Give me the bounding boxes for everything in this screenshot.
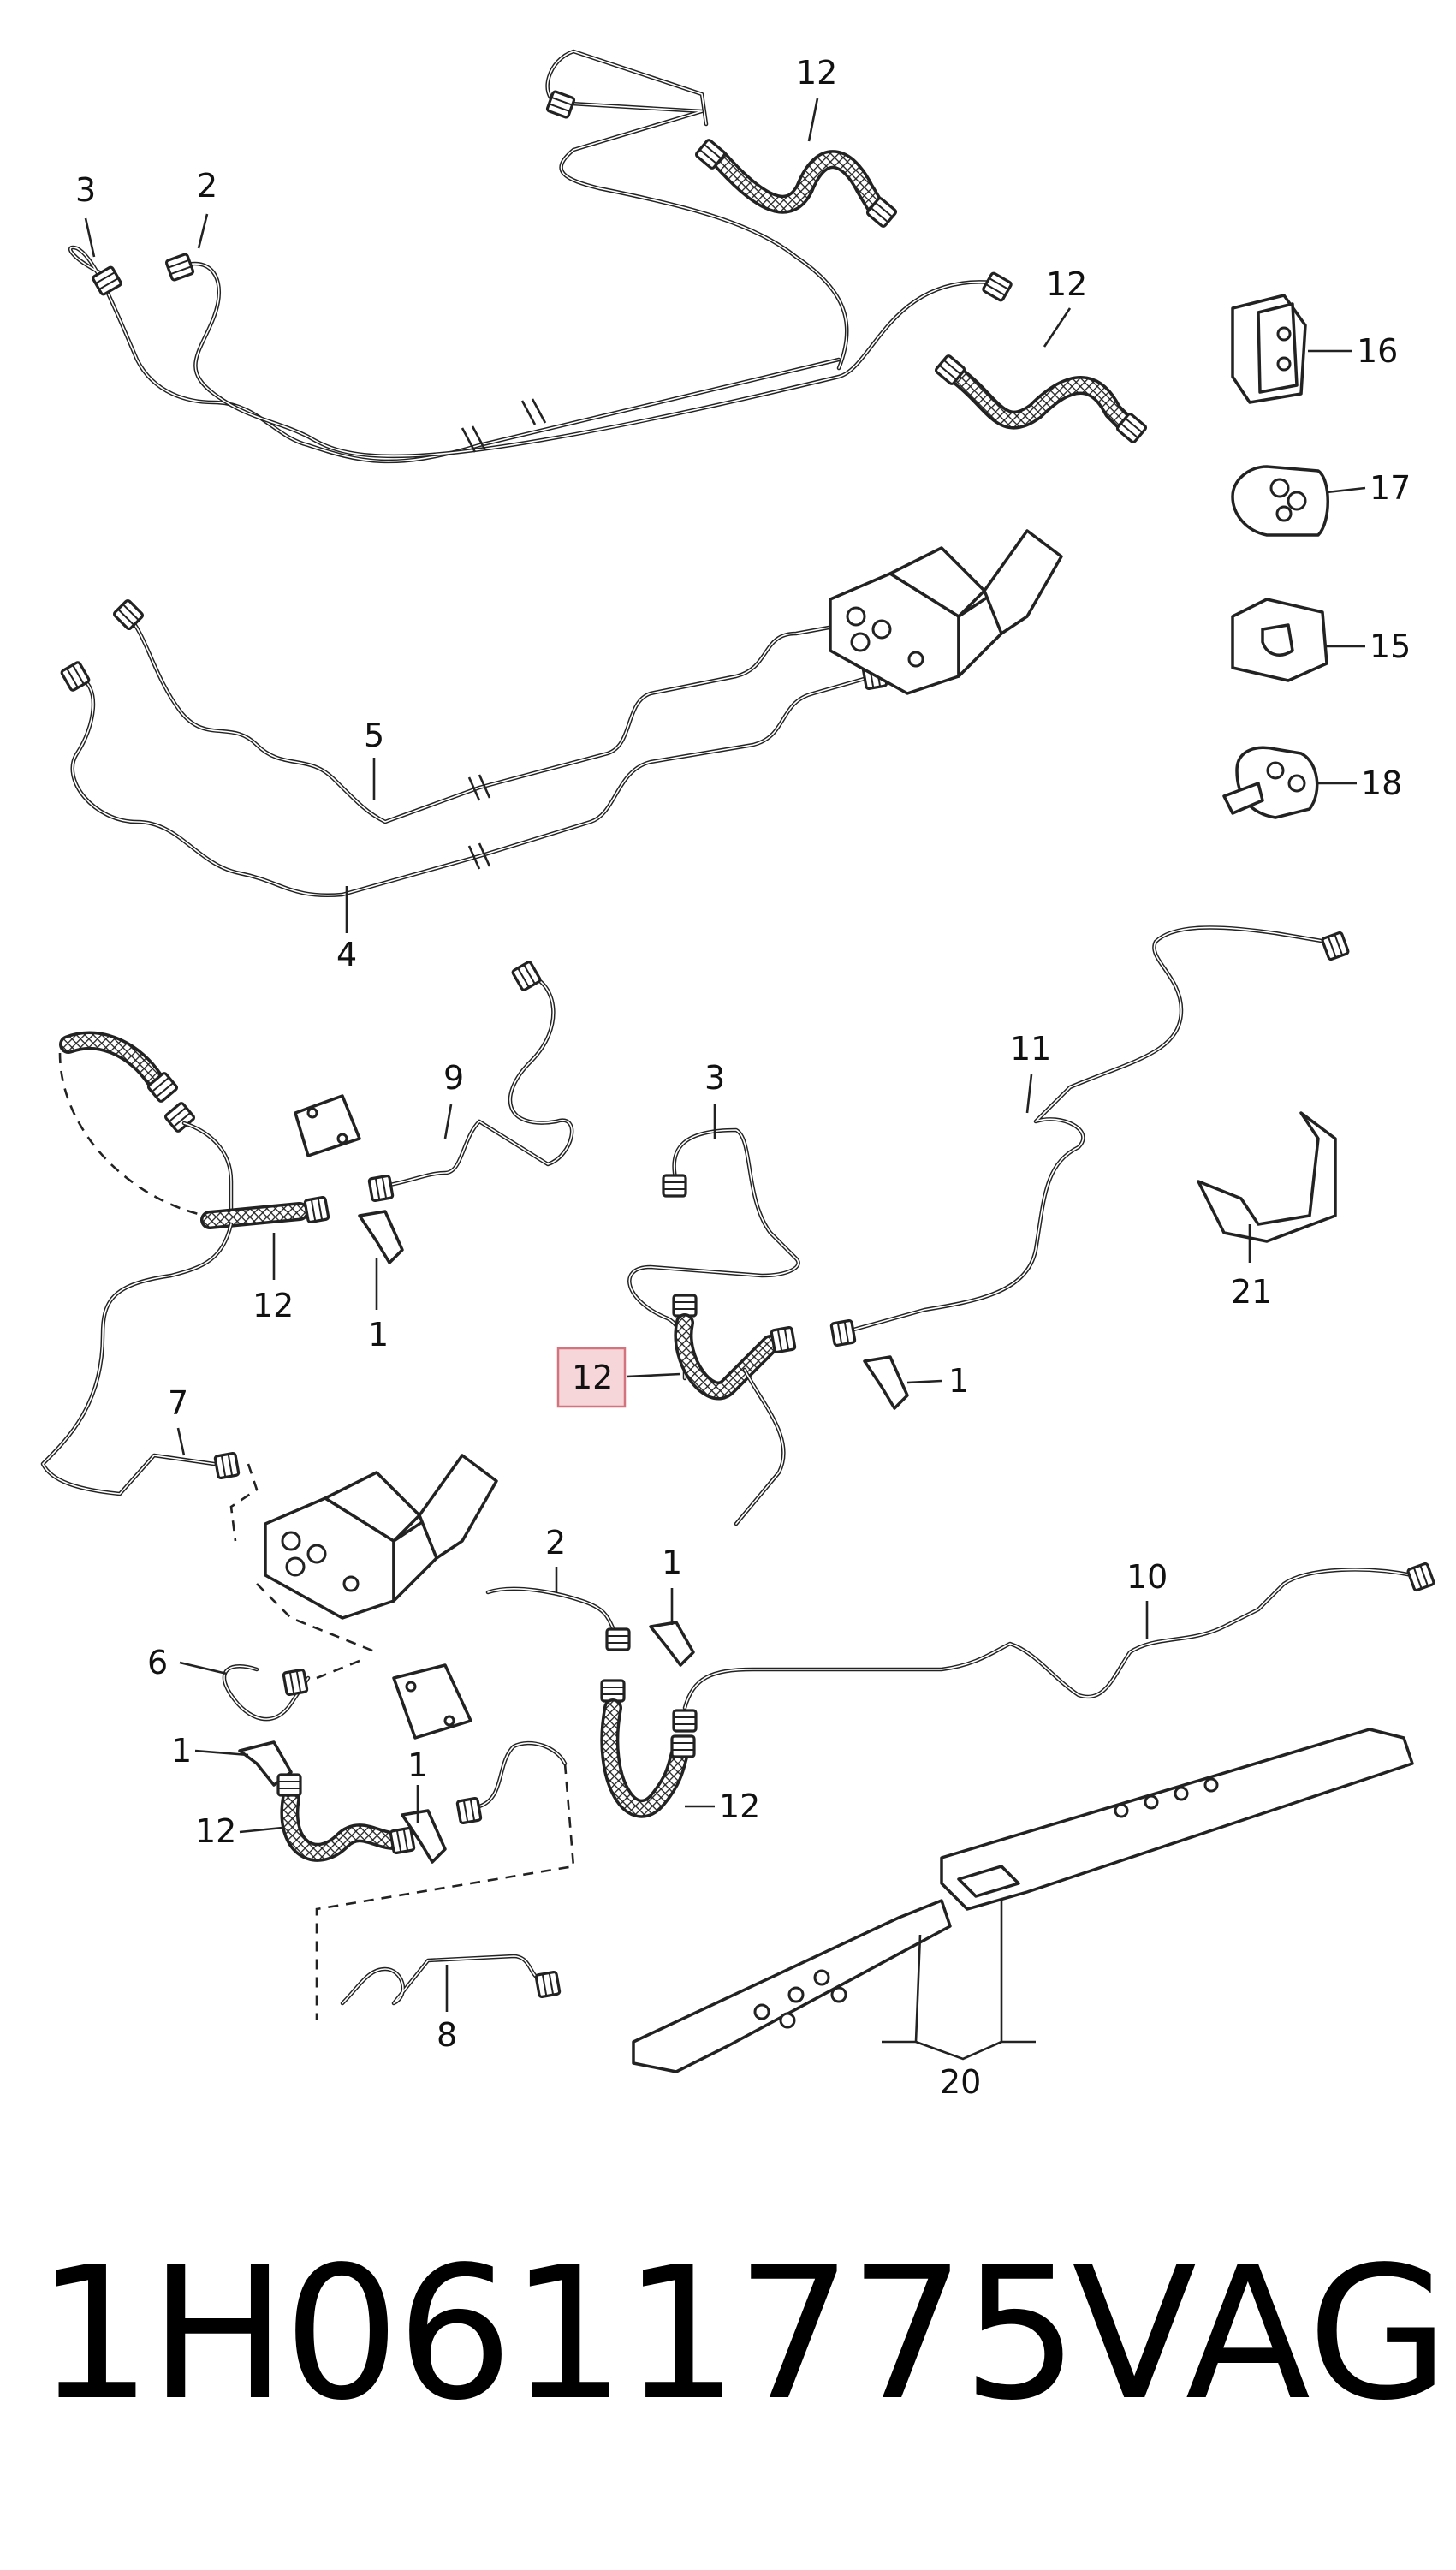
callout-1-left: 1 <box>368 1316 389 1353</box>
brake-line-2-lower <box>485 1586 631 1651</box>
callout-21: 21 <box>1231 1273 1272 1311</box>
callout-1-lower-center: 1 <box>662 1544 682 1581</box>
callout-18: 18 <box>1361 764 1402 802</box>
brake-line-5 <box>111 598 861 824</box>
callout-4: 4 <box>336 936 357 973</box>
clip-part-1-d <box>863 1355 909 1410</box>
callout-12-lower-center: 12 <box>719 1788 760 1825</box>
brake-line-10 <box>672 1562 1436 1733</box>
clip-part-17 <box>1231 465 1329 537</box>
brake-line-cut-marks-top <box>461 398 547 453</box>
callout-7: 7 <box>168 1384 188 1422</box>
callout-3-center: 3 <box>704 1059 725 1097</box>
part-number: 1H0611775 <box>36 2228 1079 2441</box>
callout-2-top: 2 <box>197 167 217 205</box>
brake-line-top-main <box>545 49 1013 371</box>
callout-20: 20 <box>940 2063 981 2101</box>
brake-line-4 <box>59 660 888 897</box>
callout-1-lower-mid: 1 <box>407 1746 428 1784</box>
callout-10: 10 <box>1126 1558 1168 1596</box>
bracket-21 <box>1197 1111 1337 1243</box>
callout-8: 8 <box>437 2016 457 2054</box>
callout-6: 6 <box>147 1644 168 1681</box>
callout-15: 15 <box>1370 628 1411 665</box>
footer: 1H0611775 VAG <box>0 2243 1456 2500</box>
clip-part-1-c <box>401 1809 447 1864</box>
brake-line-2-top <box>164 252 995 459</box>
brake-hose-12-lower-left <box>276 1773 416 1862</box>
brake-line-6 <box>222 1659 360 1722</box>
brake-hose-12-top-a <box>693 137 899 229</box>
callout-12-top-a: 12 <box>796 54 837 92</box>
callout-2-lower: 2 <box>545 1524 566 1562</box>
brake-line-8 <box>340 1954 562 2006</box>
brake-hose-12-highlighted <box>672 1294 797 1526</box>
highlight-box <box>556 1347 627 1408</box>
clip-part-1-e <box>649 1621 695 1667</box>
leader-lines <box>84 98 1366 2061</box>
brake-line-cut-marks-mid <box>467 774 491 870</box>
callout-1-lower-left: 1 <box>171 1732 192 1770</box>
brake-line-11 <box>829 925 1351 1347</box>
brake-hose-12-left <box>58 1031 330 1229</box>
brake-line-7 <box>40 1222 259 1542</box>
valve-block-top <box>829 529 1063 695</box>
brake-hose-12-center-lower <box>600 1679 696 1818</box>
protective-guard-20 <box>632 1728 1414 2073</box>
callout-12-lower-left: 12 <box>195 1812 236 1850</box>
plate-left-lower <box>392 1663 472 1740</box>
callout-9: 9 <box>443 1059 464 1097</box>
callout-5: 5 <box>364 717 384 754</box>
callout-12-highlighted: 12 <box>572 1359 613 1396</box>
brake-hose-12-top-b <box>933 353 1149 445</box>
brake-line-lower-left-loop <box>315 1740 575 2020</box>
clip-part-15 <box>1231 598 1328 682</box>
plate-left-upper <box>294 1094 361 1157</box>
brake-line-9 <box>367 960 574 1203</box>
callout-3-top: 3 <box>75 171 96 209</box>
clip-part-1-a <box>358 1210 404 1264</box>
callout-12-top-b: 12 <box>1046 265 1087 303</box>
callout-12-left: 12 <box>253 1287 294 1324</box>
clip-part-16 <box>1231 294 1307 404</box>
callout-17: 17 <box>1370 469 1411 507</box>
callout-11: 11 <box>1010 1030 1051 1068</box>
callout-labels: 3 2 12 12 16 17 15 18 5 4 9 3 11 21 12 1… <box>75 54 1411 2101</box>
brake-line-3-top <box>68 245 841 464</box>
callout-16: 16 <box>1357 332 1398 370</box>
callout-1-center: 1 <box>948 1362 969 1400</box>
brand-name: VAG <box>1072 2228 1450 2441</box>
valve-block-lower <box>256 1454 498 1654</box>
clip-part-18 <box>1222 746 1319 819</box>
brake-line-exploded-diagram: 3 2 12 12 16 17 15 18 5 4 9 3 11 21 12 1… <box>40 49 1436 2101</box>
